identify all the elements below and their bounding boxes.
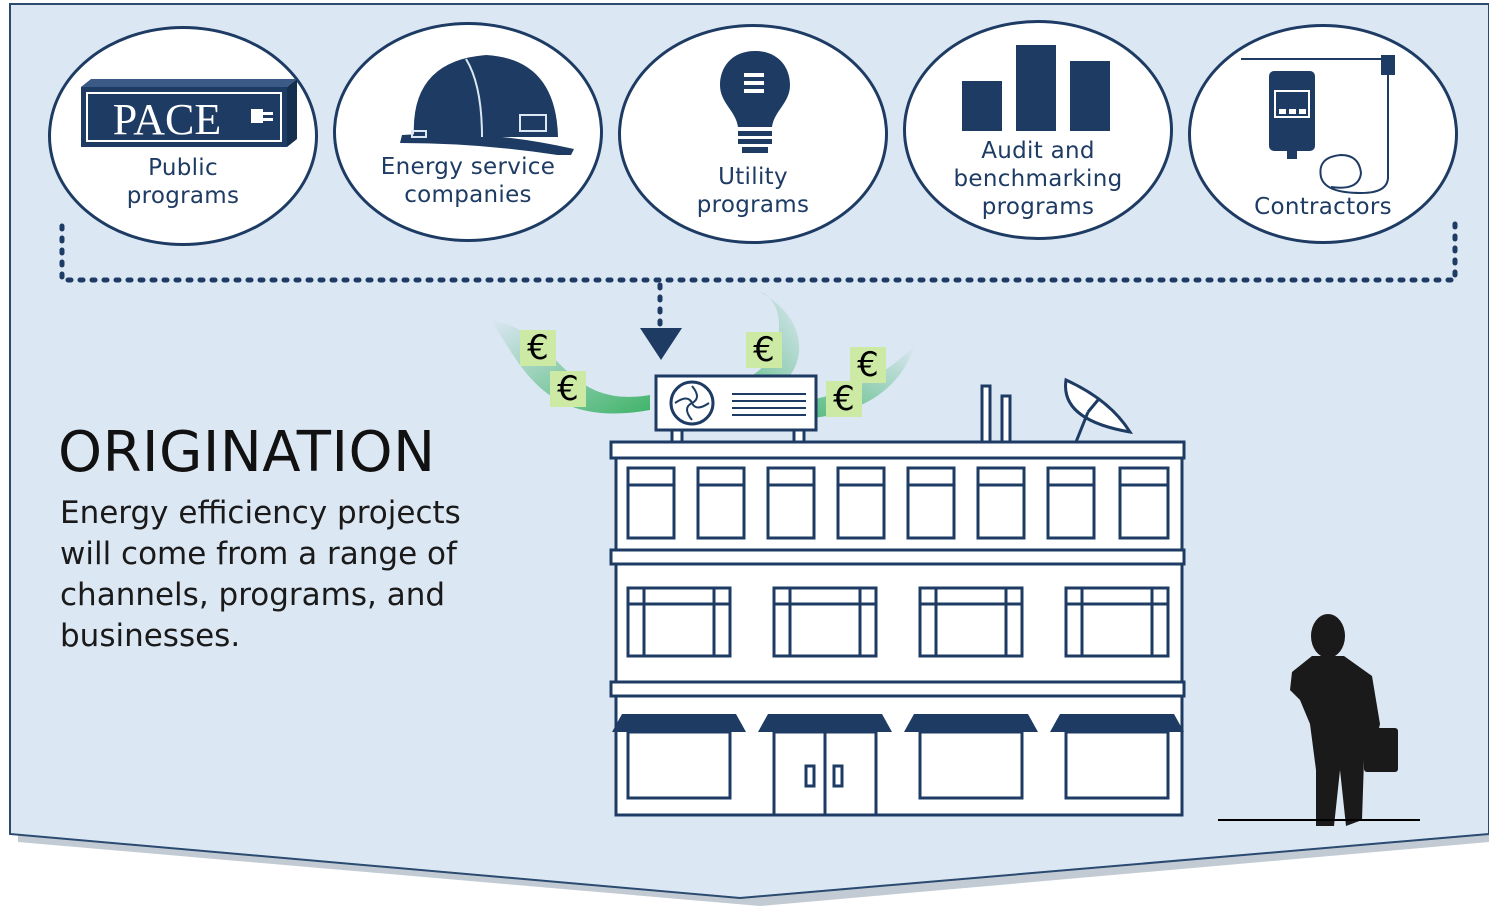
rooftop-ac-unit-icon — [654, 374, 818, 444]
euro-icon: € — [746, 332, 782, 368]
money-stream — [720, 292, 800, 401]
euro-icon: € — [550, 371, 586, 407]
euro-icon: € — [850, 347, 886, 383]
building-illustration — [609, 440, 1186, 817]
lightbulb-icon — [720, 51, 790, 153]
down-arrow-icon — [640, 328, 682, 360]
bar-chart-icon — [962, 45, 1110, 131]
channel-contractors: Contractors — [1188, 24, 1458, 244]
pace-logo-icon: PACE — [81, 79, 297, 147]
storefront-awnings — [612, 714, 1184, 732]
dotted-connector — [59, 213, 1458, 328]
satellite-dish-icon — [1064, 377, 1134, 443]
businessman-silhouette-icon — [1290, 614, 1398, 826]
svg-text:PACE: PACE — [113, 95, 221, 144]
euro-icon: € — [520, 330, 556, 366]
section-title: ORIGINATION — [58, 420, 436, 485]
section-description: Energy efficiency projects will come fro… — [60, 495, 461, 654]
meter-device-icon — [1241, 55, 1395, 195]
hard-hat-icon — [400, 55, 574, 155]
channel-label: Contractors — [1254, 194, 1392, 220]
euro-icon: € — [826, 381, 862, 417]
